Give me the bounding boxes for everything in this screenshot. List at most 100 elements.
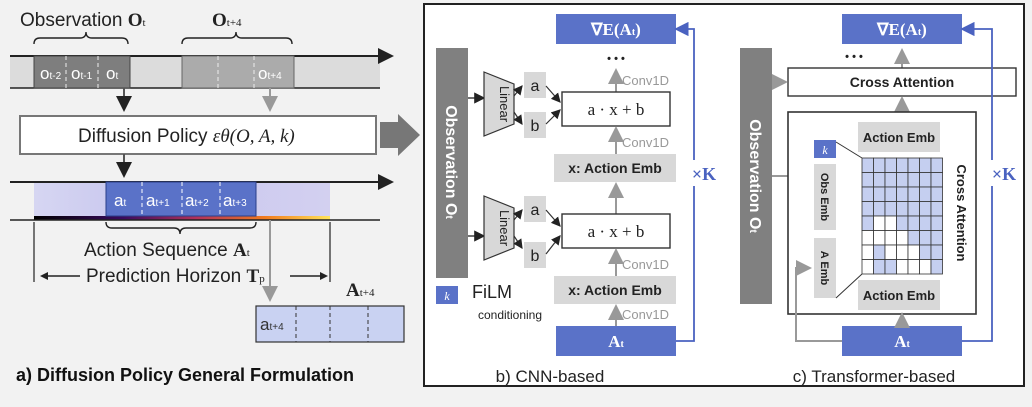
cross-attention-box [787,67,1017,97]
arrow [545,85,561,103]
a-emb-label: A Emb [818,251,830,286]
linear-label-top: Linear [497,86,512,123]
arrow [545,109,561,125]
attention-cell [884,201,897,217]
caption-c: c) Transformer-based [793,367,956,386]
attention-cell [930,230,943,246]
attention-cell [907,201,920,217]
action-cell-1: at [114,191,126,210]
attention-cell [861,215,874,231]
action-seq-label: Action Sequence At [84,240,250,261]
arrow [513,209,523,221]
attention-cell [919,215,932,231]
attention-cell [873,259,886,275]
attention-cell [907,230,920,246]
action-emb-c-top-label: Action Emb [863,130,935,145]
attention-cell [861,186,874,202]
action-emb-bottom-label: x: Action Emb [568,282,662,298]
attention-cell [873,186,886,202]
conditioning-label: conditioning [478,308,542,322]
attention-cell [884,230,897,246]
arrow [513,235,523,249]
conv1d-label-3: Conv1D [622,257,669,272]
caption-b: b) CNN-based [496,367,605,386]
future-obs-block [181,55,295,89]
times-k-c-bg [983,160,1023,186]
action-cell-2: at+1 [146,191,170,210]
attention-cell [884,157,897,173]
cross-attention-label: Cross Attention [850,74,954,90]
attention-cell [919,259,932,275]
attention-cell [919,186,932,202]
attention-cell [907,244,920,260]
times-k-b: ×K [692,164,716,184]
horizon-arrowhead-left [40,272,48,280]
attention-cell [873,157,886,173]
film-b-top-label: b [531,118,540,135]
grad-energy-c [842,14,962,44]
grad-energy-b-label: ∇E(At) [590,20,641,39]
film-a-top-label: a [531,78,540,95]
film-op-bottom-label: a · x + b [588,222,645,241]
obs-bar-c [740,48,772,304]
attention-cell [873,215,886,231]
film-a-bottom-label: a [531,202,540,219]
attention-cell [919,157,932,173]
k-token [814,140,836,158]
action-emb-c-top [858,122,940,152]
times-k-b-bg [686,160,722,186]
panel-a: Observation Ot Ot+4 ot-2 ot-1 ot ot+4 Di… [10,10,420,385]
attention-cell [896,230,909,246]
conv1d-label-4: Conv1D [622,307,669,322]
linear-label-bottom: Linear [497,210,512,247]
obs-emb-label: Obs Emb [818,173,830,222]
action-seq-brace [105,221,257,235]
attention-cell [919,201,932,217]
horizon-label: Prediction Horizon Tp [86,266,265,287]
attention-cell [896,186,909,202]
film-op-top-label: a · x + b [588,100,645,119]
film-b-bottom [524,242,546,268]
big-arrow-to-b [380,114,420,156]
action-cell-4: at+3 [223,191,247,210]
obs-cell-1: ot-2 [40,64,62,83]
attention-cell [861,244,874,260]
attention-cell [861,259,874,275]
attention-cell [907,157,920,173]
conv1d-label-2: Conv1D [622,135,669,150]
panel-c: ∇E(At) • • • Cross Attention Observation… [740,14,1023,386]
horizon-arrowhead-right [320,272,328,280]
film-a-top [524,72,546,98]
diffusion-policy-box [19,115,377,155]
attention-cell [896,172,909,188]
a-emb [814,238,836,298]
attention-cell [884,172,897,188]
at-input-b-label: At [608,332,624,351]
film-b-top [524,112,546,138]
attention-cell [919,172,932,188]
obs-cell-3: ot [106,64,118,83]
attention-cell [930,259,943,275]
grid-connector [835,141,863,159]
obs-bar-c-label: Observation Ot [746,119,763,233]
attention-cell [884,244,897,260]
attention-cell [861,157,874,173]
obs-bar-b-label: Observation Ot [442,105,459,219]
action-emb-bottom [554,276,676,304]
at-input-c [842,326,962,356]
attention-cell [930,186,943,202]
observation-brace [33,31,129,45]
attention-cell [896,201,909,217]
next-action-cell: at+4 [260,315,284,334]
film-label: FiLM [472,282,512,302]
arrow [513,85,523,97]
film-a-bottom [524,196,546,222]
grid-connector [835,273,863,299]
diffusion-policy-label: Diffusion Policy εθ(O, A, k) [78,126,295,147]
attention-cell [930,157,943,173]
obs-emb [814,164,836,230]
current-obs-block [33,55,131,89]
action-heat-strip [34,216,330,220]
attention-cell [930,201,943,217]
